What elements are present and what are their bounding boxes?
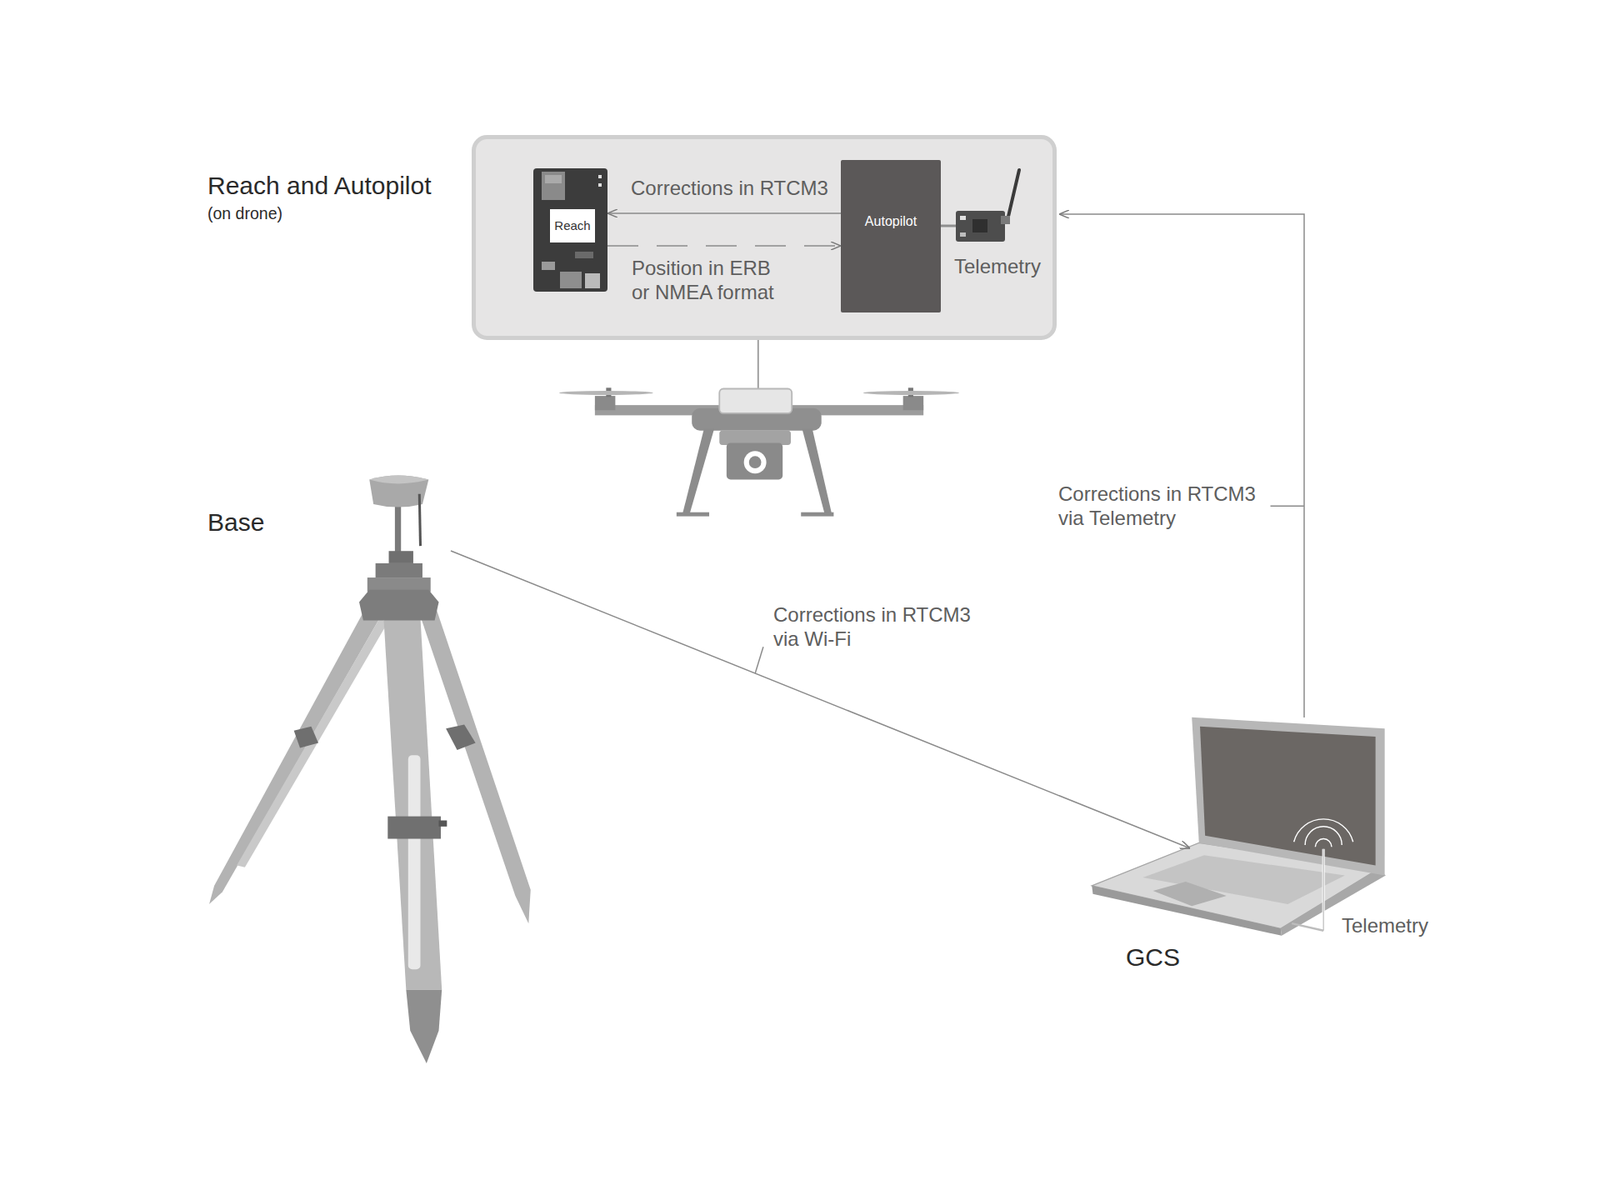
- tripod-part: [367, 577, 431, 592]
- laptop-part: [1291, 923, 1324, 931]
- connector: [450, 550, 1190, 849]
- drone-part: [863, 390, 960, 395]
- tripod-part: [294, 726, 319, 749]
- drone-part: [726, 442, 783, 480]
- group-heading: Reach and Autopilot: [207, 170, 432, 201]
- tripod-part: [439, 820, 448, 826]
- base-station: Base: [362, 471, 451, 556]
- edge-label: Position in ERB or NMEA format: [631, 255, 790, 305]
- laptop-part: [1315, 839, 1332, 848]
- laptop-part: [1305, 826, 1342, 845]
- illustration-group: [209, 340, 1386, 1064]
- tripod-part: [387, 816, 441, 840]
- leader-tick: [755, 505, 1305, 674]
- tripod-part: [359, 590, 440, 621]
- leader-tick-part: [1270, 505, 1305, 507]
- drone-part: [595, 395, 615, 410]
- tripod-part: [369, 475, 429, 485]
- drone-part: [682, 428, 715, 514]
- laptop-part: [1323, 849, 1325, 931]
- laptop-part: [1153, 881, 1227, 906]
- group-subheading: (on drone): [207, 204, 283, 224]
- module-group: Reach and Autopilot(on drone)ReachAutopi…: [471, 135, 1057, 340]
- station-label: GCS: [1125, 942, 1180, 973]
- box-label: Autopilot: [865, 213, 917, 230]
- tripod-part: [389, 550, 414, 564]
- laptop-part: [1191, 717, 1385, 876]
- connector: [940, 225, 956, 228]
- leader-tick-part: [755, 646, 764, 674]
- drone-part: [719, 389, 792, 414]
- drone-part: [801, 428, 832, 514]
- autopilot-box: Autopilot: [840, 160, 941, 313]
- drone-part: [744, 450, 767, 474]
- laptop-part: [1322, 849, 1325, 931]
- edge-label: Corrections in RTCM3 via Wi-Fi: [773, 602, 992, 652]
- tripod-part: [445, 724, 476, 750]
- tripod-part: [236, 618, 388, 868]
- drone: [559, 340, 960, 517]
- drone-part: [676, 512, 710, 517]
- module-housing: [474, 137, 1055, 339]
- drone-part: [903, 395, 924, 410]
- module-label: Telemetry: [954, 255, 1041, 280]
- tripod-part: [375, 563, 423, 578]
- drone-part: [749, 455, 762, 469]
- edge-label: Corrections in RTCM3 via Telemetry: [1058, 481, 1277, 531]
- tripod-part: [420, 610, 530, 924]
- ground-control-station: GCS: [1191, 717, 1386, 880]
- tripod-part: [209, 612, 380, 905]
- tripod-part: [383, 618, 442, 990]
- drone-part: [719, 430, 791, 445]
- board-label: Reach: [550, 209, 595, 243]
- device-label: Telemetry: [1341, 913, 1429, 938]
- laptop-part: [1200, 726, 1376, 866]
- tripod-part: [408, 755, 421, 970]
- telemetry-board-art: [955, 210, 1005, 242]
- telemetry-module: Telemetry: [955, 210, 1005, 242]
- station-label: Base: [207, 507, 265, 538]
- tripod-part: [405, 990, 442, 1064]
- gnss-receiver-board: Reach: [533, 168, 608, 292]
- drone-part: [800, 512, 834, 517]
- laptop-part: [1294, 819, 1354, 842]
- edge-label: Corrections in RTCM3: [630, 175, 829, 200]
- connector: [607, 245, 841, 247]
- connector: [607, 212, 841, 215]
- drone-part: [757, 340, 760, 390]
- tripod-part: [395, 503, 401, 553]
- drone-part: [559, 390, 654, 395]
- housing-group: [474, 137, 1055, 339]
- connector: [1059, 214, 1305, 718]
- tripod-part: [419, 494, 420, 546]
